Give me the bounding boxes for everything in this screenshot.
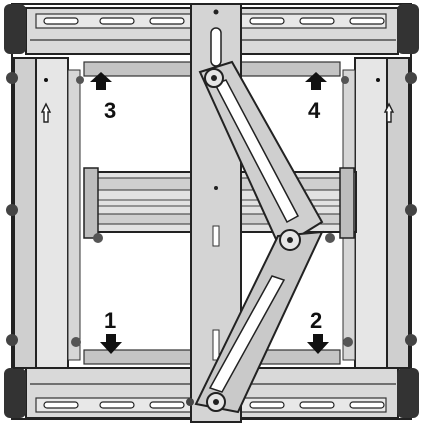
bottom-rail-slots <box>43 401 385 409</box>
rail-slot <box>43 17 79 25</box>
label-4: 4 <box>308 98 321 123</box>
left-upright <box>6 57 81 369</box>
mount-bolts <box>71 76 353 347</box>
rail-slot <box>349 17 385 25</box>
arrow-3 <box>90 72 112 90</box>
label-1: 1 <box>104 308 116 333</box>
down-arrow-icon <box>307 334 329 354</box>
arrow-4 <box>305 72 327 90</box>
down-arrow-icon <box>100 334 122 354</box>
top-rail-slots <box>43 17 385 25</box>
corner-caps <box>4 4 419 418</box>
rail-slot <box>99 401 135 409</box>
right-upright <box>342 57 417 369</box>
rail-slot <box>299 401 335 409</box>
bottom-bolt <box>186 398 194 406</box>
rail-slot <box>249 401 285 409</box>
arrow-2 <box>307 334 329 354</box>
upper-arm <box>198 60 324 250</box>
arrow-1 <box>100 334 122 354</box>
rail-slot <box>43 401 79 409</box>
lower-arm <box>194 229 324 414</box>
right-up-arrow-icon <box>383 102 395 123</box>
rail-slot <box>299 17 335 25</box>
up-arrow-icon <box>305 72 327 90</box>
rail-slot <box>249 17 285 25</box>
up-arrow-icon <box>90 72 112 90</box>
left-up-arrow-icon <box>40 102 52 123</box>
lower-arm-slot <box>208 275 286 393</box>
rail-slot <box>149 17 185 25</box>
label-3: 3 <box>104 98 116 123</box>
rail-slot <box>99 17 135 25</box>
rail-slot <box>349 401 385 409</box>
label-2: 2 <box>310 308 322 333</box>
rail-slot <box>149 401 185 409</box>
